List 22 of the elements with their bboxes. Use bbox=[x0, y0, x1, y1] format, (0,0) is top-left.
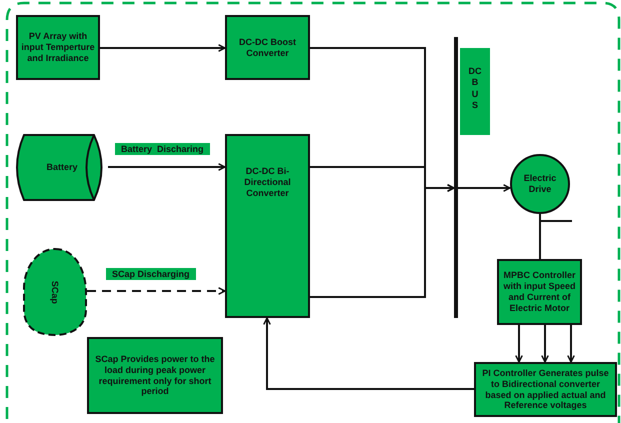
arrow bbox=[100, 44, 226, 52]
converter-box: DC-DC Bi-Directional Converter bbox=[225, 134, 310, 318]
connector-line bbox=[539, 214, 541, 259]
arrow bbox=[108, 163, 226, 171]
arrow bbox=[541, 325, 549, 363]
controller-box: MPBC Controller with input Speed and Current of Electric Motor bbox=[497, 259, 582, 325]
note-box: SCap Provides power to the load during peak power requirement only for short period bbox=[87, 337, 223, 414]
controller-box: PI Controller Generates pulse to Bidirectional converter based on applied actual and Reference voltages bbox=[474, 362, 617, 417]
arrow bbox=[310, 184, 455, 298]
drive-circle: Electric Drive bbox=[510, 154, 570, 214]
process-box: DC-DC Boost Converter bbox=[225, 15, 310, 80]
edge-label: Battery Discharing bbox=[115, 143, 210, 155]
dashed-arrow bbox=[87, 287, 226, 295]
node-text: Battery bbox=[46, 162, 78, 173]
arrow bbox=[458, 184, 511, 192]
edge-label: SCap Discharging bbox=[106, 268, 196, 280]
arrow bbox=[263, 317, 474, 390]
arrow bbox=[515, 325, 523, 363]
process-box: PV Array with input Temperture and Irradiance bbox=[16, 15, 100, 80]
node-text: SCap bbox=[50, 280, 60, 304]
bus-label: DC B U S bbox=[460, 48, 490, 135]
arrow bbox=[567, 325, 575, 363]
